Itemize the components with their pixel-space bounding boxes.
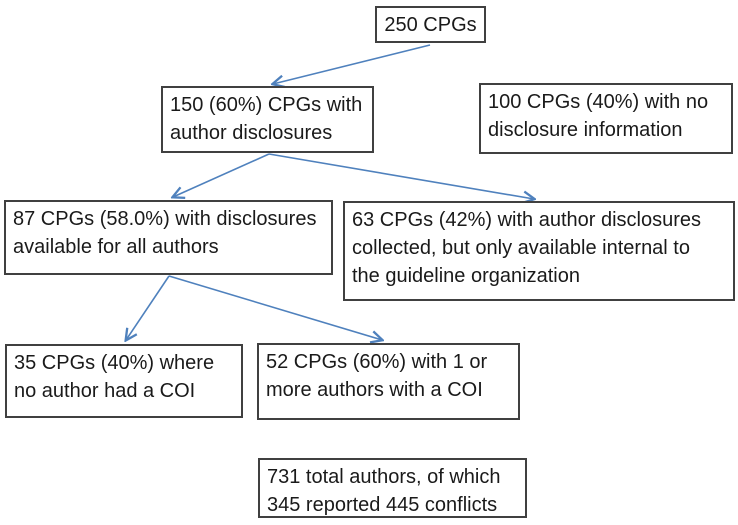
arrow-total-to-with-discl bbox=[273, 44, 431, 84]
node-cpgs-with-author-disclosures: 150 (60%) CPGs with author disclosures bbox=[161, 86, 374, 153]
node-no-author-had-coi: 35 CPGs (40%) where no author had a COI bbox=[5, 344, 243, 418]
node-total-cpgs: 250 CPGs bbox=[375, 6, 486, 43]
arrow-with-discl-to-internal-only bbox=[268, 153, 534, 199]
node-disclosures-available-all-authors: 87 CPGs (58.0%) with disclosures availab… bbox=[4, 200, 333, 275]
node-cpgs-no-disclosure-information: 100 CPGs (40%) with no disclosure inform… bbox=[479, 83, 733, 154]
node-authors-with-coi: 52 CPGs (60%) with 1 or more authors wit… bbox=[257, 343, 520, 420]
node-disclosures-internal-only: 63 CPGs (42%) with author disclosures co… bbox=[343, 201, 735, 301]
arrow-all-authors-to-no-coi bbox=[126, 275, 170, 340]
node-total-authors-conflicts: 731 total authors, of which 345 reported… bbox=[258, 458, 527, 518]
arrow-with-discl-to-all-authors bbox=[173, 153, 270, 197]
